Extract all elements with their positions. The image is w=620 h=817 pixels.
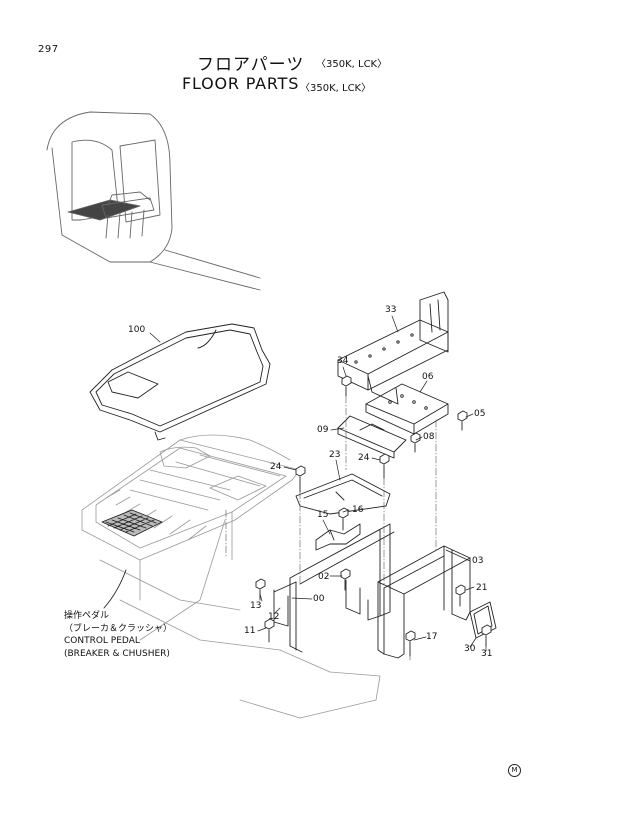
part-label-16: 16 [352,505,364,515]
manufacturer-mark: M [508,764,521,777]
cover-30 [469,601,497,639]
part-label-33: 33 [385,305,397,315]
cab-overview-sketch [46,111,261,291]
part-label-17: 17 [426,632,438,642]
part-label-05: 05 [474,409,486,419]
mount-15 [315,523,361,551]
part-label-21: 21 [476,583,488,593]
part-label-30: 30 [464,644,476,654]
bracket-09 [337,415,407,459]
bolt-shanks [259,386,487,657]
stand-00 [273,523,395,653]
part-label-24-right: 24 [358,453,370,463]
bolts [255,375,492,642]
part-label-15: 15 [317,510,329,520]
bracket-06 [365,383,449,435]
part-label-13: 13 [250,601,262,611]
floor-mat-100 [89,323,271,441]
bracket-33 [337,291,449,405]
part-label-23: 23 [329,450,341,460]
part-label-09: 09 [317,425,329,435]
title-english: FLOOR PARTS [182,74,300,93]
title-japanese: フロアパーツ [197,55,305,75]
floor-frame-sketch [81,434,381,719]
plate-23 [295,473,391,515]
part-label-34: 34 [337,356,349,366]
part-label-12: 12 [268,612,280,622]
part-label-06: 06 [422,372,434,382]
part-label-100: 100 [128,325,146,335]
page-number: 297 [38,44,59,55]
part-label-00: 00 [313,594,325,604]
leader-lines [149,315,487,652]
title-english-models: 〈350K, LCK〉 [300,83,372,94]
note-line-2: （ブレーカ＆クラッシャ） [64,623,173,634]
note-line-4: (BREAKER & CHUSHER) [64,648,170,659]
control-pedal-note: 操作ペダル （ブレーカ＆クラッシャ） CONTROL PEDAL (BREAKER &… [64,610,172,660]
part-label-11: 11 [244,626,256,636]
title-japanese-models: 〈350K, LCK〉 [316,59,388,70]
part-label-08: 08 [423,432,435,442]
note-line-1: 操作ペダル [64,611,110,621]
control-pedal-sketch [101,509,163,537]
pedal-note-leader [103,569,127,609]
part-label-03: 03 [472,556,484,566]
assembly-center-lines [225,395,437,661]
stand-03 [377,545,471,659]
part-label-24-left: 24 [270,462,282,472]
part-label-02: 02 [318,572,330,582]
part-label-31: 31 [481,649,493,659]
note-line-3: CONTROL PEDAL [64,636,140,646]
